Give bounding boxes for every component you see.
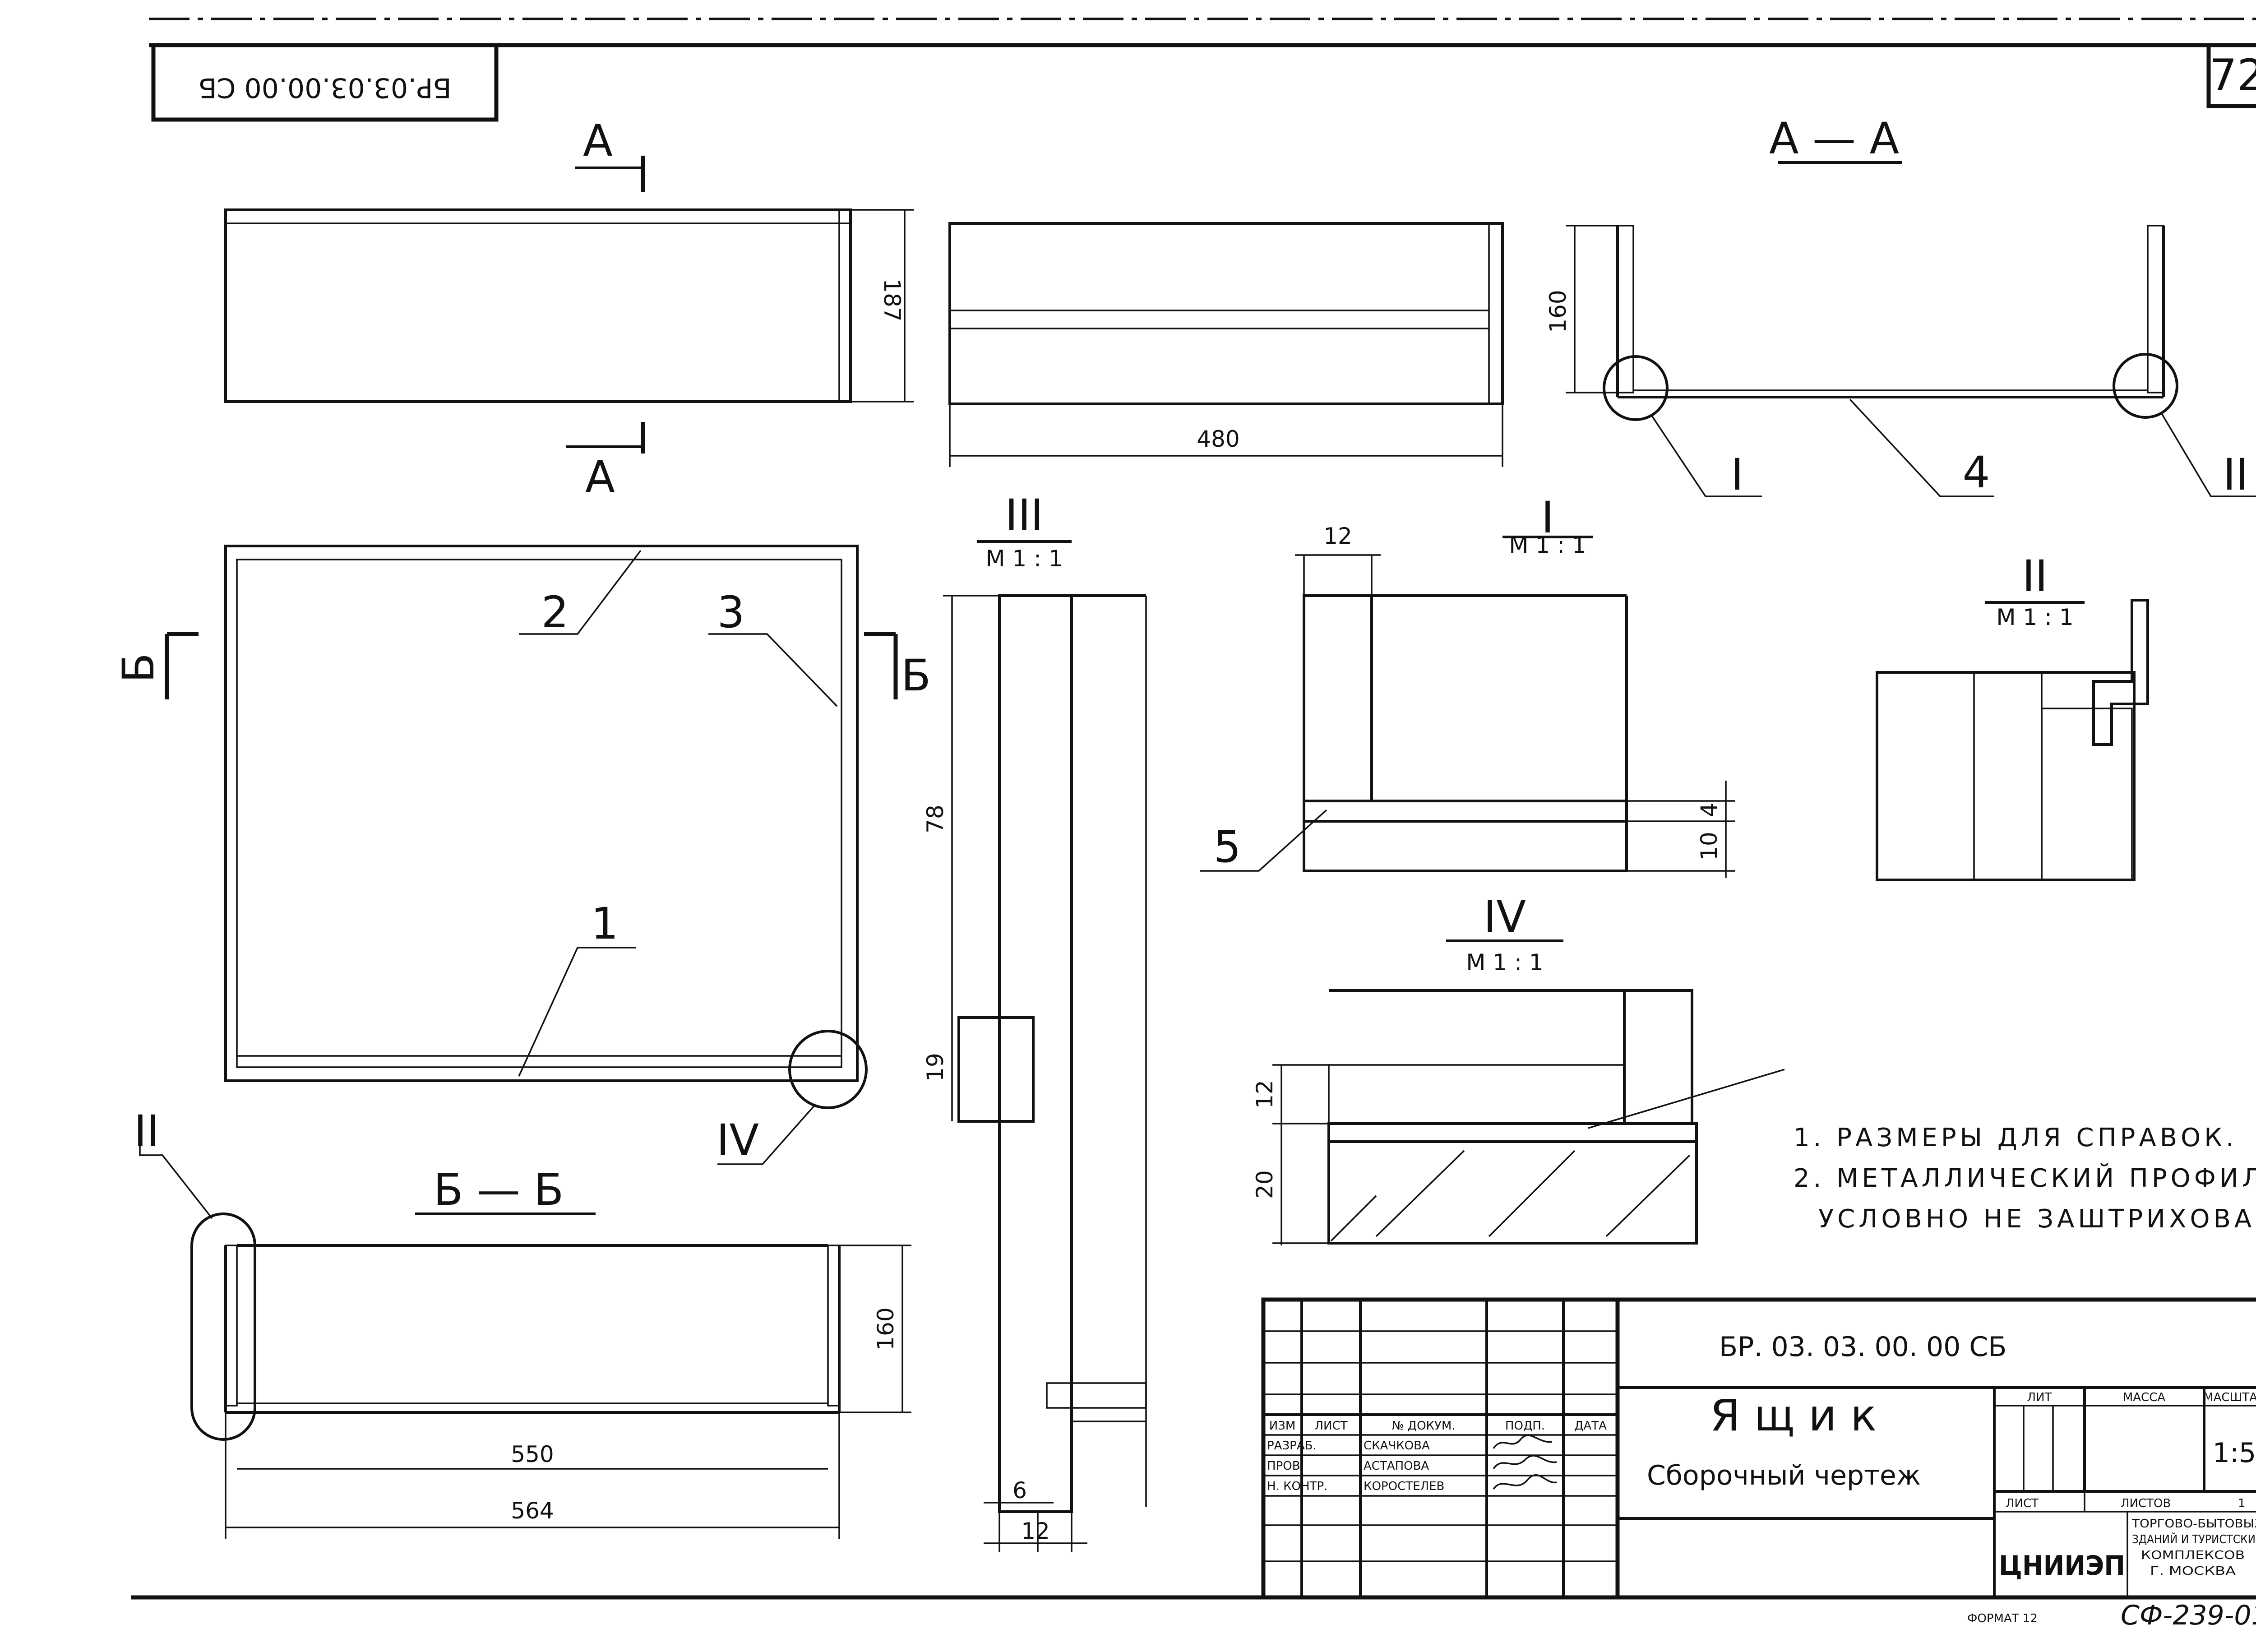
tb-name: Я щ и к	[1710, 1390, 1877, 1441]
sheet-frame	[131, 18, 2256, 1600]
tb-designation: БР. 03. 03. 00. 00 СБ	[1719, 1331, 2006, 1363]
dim-aa-height: 160	[1545, 290, 1571, 333]
tb-list-label: ЛИСТ	[2006, 1497, 2039, 1510]
callout-4: 4	[1962, 447, 1990, 498]
tb-col-sign: ПОДП.	[1505, 1419, 1545, 1433]
detail-ii-scale: М 1 : 1	[1996, 604, 2073, 630]
tb-scale-value: 1:5	[2213, 1437, 2256, 1469]
detail-iii: III М 1 : 1 78 19 6 12	[922, 490, 1147, 1552]
detail-ii: II М 1 : 1	[1876, 551, 2149, 881]
callout-IV: IV	[717, 1115, 759, 1166]
dim-10: 10	[1696, 832, 1722, 861]
tb-col-doc: № ДОКУМ.	[1392, 1419, 1455, 1433]
note-2: 2. МЕТАЛЛИЧЕСКИЙ ПРОФИЛЬ	[1794, 1163, 2256, 1193]
tb-col-list: ЛИСТ	[1314, 1419, 1347, 1433]
sheet-number: 72	[2210, 50, 2256, 101]
dim-front-height: 187	[879, 278, 905, 321]
detail-iv-roman: IV	[1484, 892, 1526, 942]
tb-masshtab: МАСШТАБ	[2203, 1391, 2256, 1404]
dim-bb-height: 160	[873, 1307, 899, 1350]
detail-i: I М 1 : 1 12 4 10 5	[1200, 492, 1735, 878]
dim-4: 4	[1696, 803, 1722, 817]
dim-19: 19	[922, 1053, 948, 1082]
footer: ФОРМАТ 12 СФ-239-01	[1967, 1600, 2256, 1631]
tb-name-razrab: СКАЧКОВА	[1364, 1439, 1430, 1453]
signature-nkontr	[1493, 1474, 1557, 1490]
detail-iv-scale: М 1 : 1	[1466, 949, 1543, 976]
callout-2: 2	[541, 587, 569, 638]
rotated-stamp: БР.03.03.00.00 СБ	[151, 43, 499, 122]
tb-org-line-1: ТОРГОВО-БЫТОВЫХ	[2131, 1517, 2256, 1531]
dim-side-length: 480	[1197, 426, 1239, 452]
tb-name-nkontr: КОРОСТЕЛЕВ	[1364, 1480, 1444, 1493]
callout-1: 1	[591, 898, 618, 949]
detail-iii-roman: III	[1005, 490, 1044, 541]
dim-bb-outer: 564	[511, 1498, 554, 1524]
detail-ii-roman: II	[2022, 551, 2048, 602]
tb-massa: МАССА	[2123, 1391, 2166, 1404]
dim-20: 20	[1252, 1170, 1278, 1199]
signature-razrab	[1493, 1435, 1553, 1449]
section-aa: А — А 160 I 4 II	[1545, 113, 2256, 500]
callout-II-bb: II	[134, 1106, 160, 1157]
dim-12a: 12	[1323, 523, 1352, 549]
plan-view: Б Б 2 3 1 IV	[113, 545, 931, 1166]
signature-prov	[1493, 1455, 1557, 1470]
stamp-code: БР.03.03.00.00 СБ	[198, 72, 451, 103]
front-view: А А 187	[224, 116, 914, 502]
tb-org-logo: ЦНИИЭП	[1999, 1550, 2125, 1582]
dim-6: 6	[1012, 1477, 1027, 1504]
detail-iv: IV М 1 : 1 12 20	[1252, 892, 1785, 1245]
tb-listov-label: ЛИСТОВ	[2121, 1497, 2171, 1510]
tb-col-date: ДАТА	[1574, 1419, 1607, 1433]
title-block: ИЗМ ЛИСТ № ДОКУМ. ПОДП. ДАТА РАЗРАБ. СКА…	[1261, 1297, 2256, 1600]
tb-name-prov: АСТАПОВА	[1364, 1459, 1429, 1473]
dim-78: 78	[922, 805, 948, 833]
tb-org-line-4: Г. МОСКВА	[2150, 1564, 2236, 1578]
footer-code: СФ-239-01	[2121, 1600, 2256, 1631]
callout-3: 3	[717, 587, 744, 638]
tb-lit: ЛИТ	[2027, 1391, 2052, 1404]
cut-a-top: А	[583, 116, 613, 166]
callout-5: 5	[1213, 822, 1241, 872]
tb-org-line-3: КОМПЛЕКСОВ	[2141, 1549, 2245, 1562]
side-view: 480	[948, 222, 1504, 467]
notes: 1. РАЗМЕРЫ ДЛЯ СПРАВОК. 2. МЕТАЛЛИЧЕСКИЙ…	[1794, 1123, 2256, 1234]
tb-listov-value: 1	[2238, 1497, 2246, 1510]
detail-iii-scale: М 1 : 1	[985, 546, 1063, 572]
cut-b-right: Б	[901, 650, 931, 701]
sheet-number-box: 72	[2206, 43, 2256, 108]
cut-a-bottom: А	[585, 452, 615, 502]
tb-role-nkontr: Н. КОНТР.	[1267, 1480, 1327, 1493]
tb-role-razrab: РАЗРАБ.	[1267, 1439, 1317, 1453]
section-bb: Б — Б 160 550 564 II	[134, 1106, 911, 1539]
detail-i-scale: М 1 : 1	[1509, 532, 1586, 558]
tb-col-izm: ИЗМ	[1269, 1419, 1296, 1433]
tb-subtitle: Сборочный чертеж	[1647, 1460, 1921, 1491]
callout-II-aa: II	[2223, 449, 2249, 500]
callout-I: I	[1731, 449, 1743, 500]
section-bb-title: Б — Б	[434, 1165, 564, 1215]
detail-i-roman: I	[1541, 492, 1554, 543]
footer-format: ФОРМАТ 12	[1967, 1612, 2038, 1625]
cut-b-left: Б	[113, 653, 164, 683]
dim-12c: 12	[1252, 1080, 1278, 1109]
section-aa-title: А — А	[1769, 113, 1899, 164]
tb-role-prov: ПРОВ.	[1267, 1459, 1304, 1473]
dim-bb-inner: 550	[511, 1441, 554, 1467]
note-3: УСЛОВНО НЕ ЗАШТРИХОВАН	[1818, 1204, 2256, 1234]
tb-org-line-2: ЗДАНИЙ И ТУРИСТСКИХ	[2132, 1532, 2256, 1546]
note-1: 1. РАЗМЕРЫ ДЛЯ СПРАВОК.	[1794, 1123, 2238, 1152]
dim-12b: 12	[1021, 1518, 1050, 1544]
